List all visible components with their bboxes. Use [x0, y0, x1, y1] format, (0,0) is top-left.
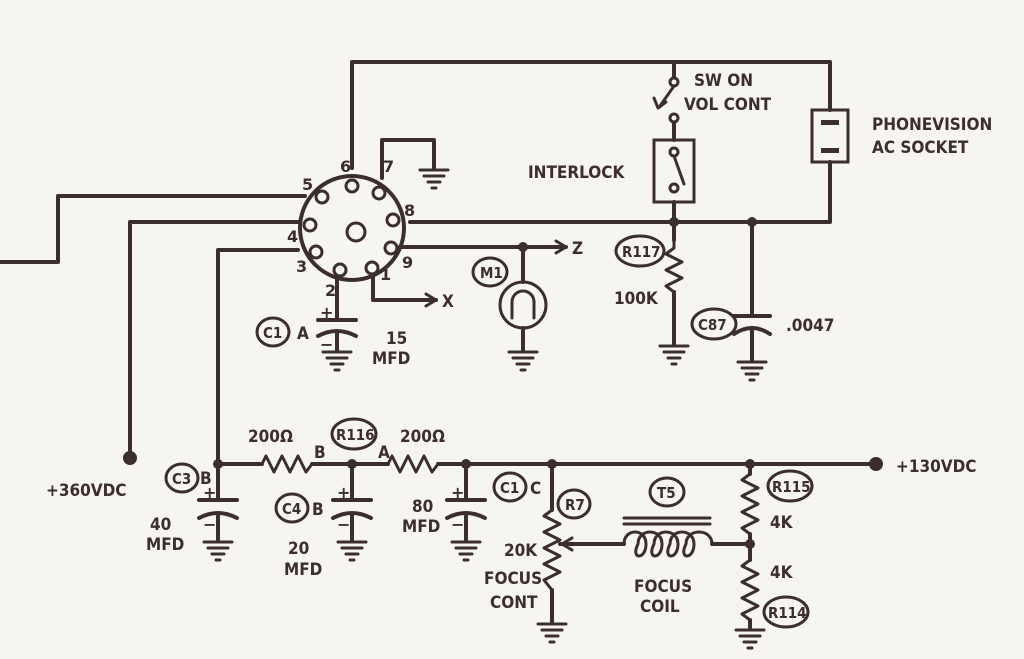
ground-icon [658, 344, 690, 366]
r116-a-value: 200Ω [400, 427, 445, 447]
svg-text:−: − [320, 335, 333, 354]
terminal-360v [123, 451, 137, 465]
c1c-capacitor: + − [445, 483, 487, 534]
svg-text:−: − [337, 515, 350, 534]
phonevision-ac-socket [810, 108, 850, 164]
r116-a-section: A [378, 443, 390, 463]
r115-ref: R115 [772, 478, 811, 496]
c1c-section: C [530, 479, 541, 499]
focus-cont-label-1: FOCUS [484, 569, 542, 589]
t5-ref: T5 [657, 484, 676, 502]
c1c-value: 80 [412, 497, 433, 517]
c4b-unit: MFD [284, 560, 322, 580]
ground-icon [418, 168, 450, 190]
c3b-value: 40 [150, 515, 171, 535]
r7-potentiometer [542, 508, 562, 592]
c3b-capacitor: + − [197, 483, 239, 534]
pin-2-label: 2 [325, 281, 336, 300]
junction-dots [123, 217, 883, 549]
c87-value: .0047 [786, 316, 834, 336]
svg-text:+: + [451, 483, 464, 502]
v360-label: +360VDC [46, 481, 127, 501]
pin-6-label: 6 [340, 157, 351, 176]
phonevision-label: PHONEVISION [872, 115, 992, 135]
c87-ref: C87 [698, 316, 727, 334]
r7-value: 20K [504, 541, 538, 561]
c1c-unit: MFD [402, 517, 440, 537]
c4b-ref: C4 [282, 500, 301, 518]
r7-wiper-arrow-icon [560, 536, 574, 552]
c1a-value: 15 [386, 329, 407, 349]
c1a-capacitor: + − [316, 303, 358, 354]
ground-icon [536, 622, 568, 644]
vol-cont-label: VOL CONT [684, 95, 772, 115]
t5-focus-coil [622, 516, 714, 558]
r117-value: 100K [614, 289, 659, 309]
c87-capacitor [732, 314, 772, 336]
r116-b-resistor [260, 454, 314, 474]
ground-icon [321, 350, 353, 372]
m1-ref: M1 [480, 264, 503, 282]
r116-ref: R116 [336, 426, 375, 444]
c4b-capacitor: + − [331, 483, 373, 534]
r115-resistor [740, 472, 760, 536]
pin-9-label: 9 [402, 253, 413, 272]
r116-b-section: B [314, 443, 326, 463]
c1a-ref: C1 [263, 324, 282, 342]
ac-socket-label: AC SOCKET [872, 138, 969, 158]
svg-text:+: + [203, 483, 216, 502]
pin-4-label: 4 [287, 227, 298, 246]
ground-icon [336, 540, 368, 562]
ground-icon [734, 628, 766, 650]
pin-5-label: 5 [302, 175, 313, 194]
ground-icon [450, 540, 482, 562]
ground-icon [507, 350, 539, 372]
x-label: X [442, 292, 454, 312]
sw-on-switch [652, 76, 680, 124]
focus-coil-label-1: FOCUS [634, 577, 692, 597]
x-arrow-icon [424, 292, 438, 308]
r115-value: 4K [770, 513, 794, 533]
c1a-unit: MFD [372, 349, 410, 369]
pin-3-label: 3 [296, 257, 307, 276]
z-label: Z [572, 239, 583, 259]
r116-a-resistor [386, 454, 440, 474]
terminal-130v [869, 457, 883, 471]
r114-value: 4K [770, 563, 794, 583]
r116-b-value: 200Ω [248, 427, 293, 447]
svg-text:+: + [320, 303, 333, 322]
sw-on-label: SW ON [694, 71, 753, 91]
svg-text:−: − [451, 515, 464, 534]
r7-ref: R7 [565, 496, 585, 514]
pin-8-label: 8 [404, 201, 415, 220]
c1c-ref: C1 [500, 479, 519, 497]
c1a-section: A [297, 324, 309, 344]
c4b-section: B [312, 500, 324, 520]
c3b-unit: MFD [146, 535, 184, 555]
r114-ref: R114 [768, 604, 807, 622]
focus-coil-label-2: COIL [640, 597, 680, 617]
ground-icon [736, 360, 768, 382]
pin-1-label: 1 [380, 265, 391, 284]
r117-resistor [664, 238, 684, 294]
v130-label: +130VDC [896, 457, 977, 477]
m1-lamp [498, 280, 548, 330]
c3b-section: B [200, 469, 212, 489]
svg-text:+: + [337, 483, 350, 502]
focus-cont-label-2: CONT [490, 593, 538, 613]
wiring [0, 60, 872, 630]
z-arrow-icon [554, 239, 568, 255]
interlock-label: INTERLOCK [528, 163, 626, 183]
c4b-value: 20 [288, 539, 309, 559]
interlock [652, 138, 696, 204]
r114-resistor [740, 558, 760, 622]
ground-icon [202, 540, 234, 562]
pin-7-label: 7 [383, 157, 394, 176]
r117-ref: R117 [622, 243, 661, 261]
tube-socket: 1 2 3 4 5 6 7 8 9 [287, 157, 415, 300]
svg-text:−: − [203, 515, 216, 534]
c3b-ref: C3 [172, 470, 191, 488]
